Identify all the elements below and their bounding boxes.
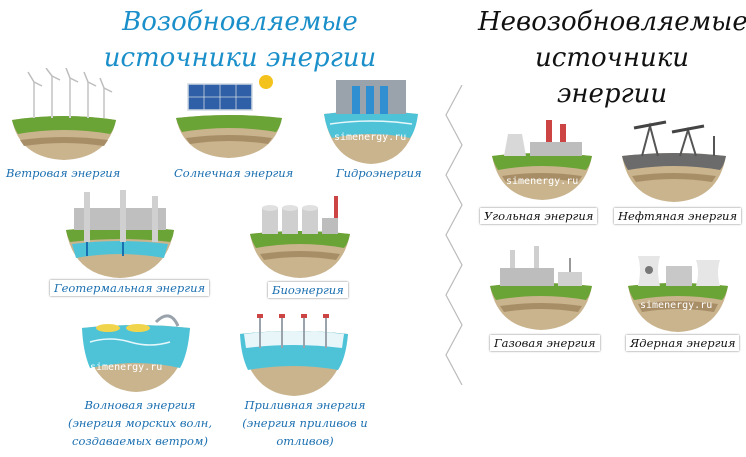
renewable-title: Возобновляемые источники энергии (100, 4, 380, 76)
bio-card (248, 190, 352, 278)
renewable-title-line1: Возобновляемые (122, 7, 358, 37)
gas-label: Газовая энергия (490, 335, 600, 351)
wave-card: simenergy.ru (80, 308, 192, 392)
bio-label: Биоэнергия (268, 282, 348, 298)
tidal-caption: Приливная энергия (энергия приливов и от… (220, 396, 390, 450)
nuclear-plant-icon: simenergy.ru (628, 256, 728, 332)
nuclear-watermark: simenergy.ru (640, 300, 712, 311)
nonrenewable-title: Невозобновляемые источники энергии (478, 4, 746, 112)
hydro-card: simenergy.ru (322, 74, 420, 164)
nuclear-label: Ядерная энергия (626, 335, 740, 351)
coal-card: simenergy.ru (490, 114, 594, 200)
hydro-watermark: simenergy.ru (334, 132, 406, 143)
hydro-label: Гидроэнергия (336, 166, 422, 180)
oil-pumpjack-icon (622, 120, 726, 202)
nuclear-card: simenergy.ru (626, 246, 730, 332)
wind-label: Ветровая энергия (6, 166, 121, 180)
bio-silos-icon (250, 196, 350, 278)
gas-plant-icon (490, 246, 592, 330)
wave-sub-line2: создаваемых ветром) (72, 434, 208, 448)
solar-panels-icon (176, 75, 282, 158)
wind-turbines-icon (12, 68, 116, 160)
coal-plant-icon: simenergy.ru (492, 120, 592, 200)
wind-card (8, 68, 120, 160)
wave-caption: Волновая энергия (энергия морских волн, … (50, 396, 230, 450)
solar-card (174, 72, 284, 158)
gas-card (488, 242, 594, 330)
tidal-sub-line1: (энергия приливов и (242, 416, 368, 430)
tidal-card (238, 312, 350, 396)
nonrenewable-title-line1: Невозобновляемые (478, 7, 746, 37)
hydro-dam-icon: simenergy.ru (324, 80, 418, 164)
geo-card (60, 186, 180, 278)
coal-label: Угольная энергия (480, 208, 598, 224)
solar-label: Солнечная энергия (174, 166, 294, 180)
coal-watermark: simenergy.ru (506, 176, 578, 187)
wave-watermark: simenergy.ru (90, 362, 162, 373)
geo-label: Геотермальная энергия (50, 280, 210, 296)
tidal-turbines-icon (240, 314, 348, 396)
nonrenewable-title-line2: источники энергии (535, 43, 689, 109)
zigzag-divider (445, 85, 463, 385)
wave-energy-icon: simenergy.ru (82, 314, 190, 392)
tidal-sub-line2: отливов) (276, 434, 334, 448)
renewable-title-line2: источники энергии (103, 43, 377, 73)
wave-sub-line1: (энергия морских волн, (67, 416, 212, 430)
geothermal-plant-icon (66, 190, 174, 278)
wave-label: Волновая энергия (84, 398, 196, 412)
oil-card (620, 112, 728, 202)
tidal-label: Приливная энергия (244, 398, 366, 412)
oil-label: Нефтяная энергия (614, 208, 742, 224)
